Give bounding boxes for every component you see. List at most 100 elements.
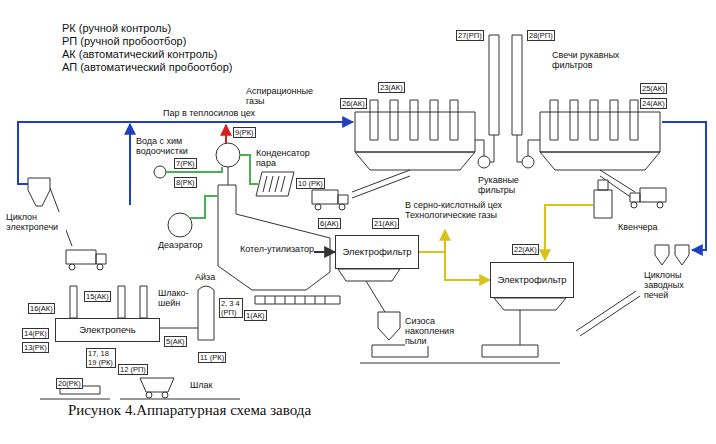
belt-conveyor bbox=[576, 291, 640, 336]
fan-symbol bbox=[478, 156, 490, 168]
callout-number: 8(РК) bbox=[174, 177, 197, 188]
legend-entry: АП (автоматический пробоотбор) bbox=[62, 61, 232, 74]
quench-tower bbox=[594, 180, 612, 218]
callout-number: 5(АК) bbox=[164, 336, 187, 347]
truck bbox=[630, 188, 666, 202]
cyclone-shape bbox=[28, 178, 50, 206]
callout-number: 20(РК) bbox=[56, 378, 83, 389]
aspiration-duct bbox=[129, 124, 131, 205]
part-label: Квенчера bbox=[618, 222, 658, 232]
callout-number: 2, 3 4 (РП) bbox=[219, 298, 243, 318]
callout-number: 21(АК) bbox=[372, 218, 399, 229]
callout-number: 7(РК) bbox=[174, 158, 197, 169]
rail-track bbox=[360, 363, 560, 364]
condenser-hatch bbox=[263, 176, 285, 192]
callout-number: 1(АК) bbox=[244, 310, 267, 321]
part-label: Аспирационные газы bbox=[246, 86, 308, 106]
wheel bbox=[339, 204, 345, 210]
wheel bbox=[631, 202, 637, 208]
gas-line bbox=[545, 205, 593, 260]
part-label: В серно-кислотный цех Технологические га… bbox=[405, 200, 509, 220]
dust-chute bbox=[520, 310, 521, 345]
rail-track bbox=[40, 399, 240, 400]
callout-number: 26(АК) bbox=[340, 98, 367, 109]
electrode bbox=[70, 286, 147, 318]
dust-silo bbox=[378, 312, 400, 340]
callout-number: 13(РК) bbox=[22, 342, 49, 353]
pump-symbol bbox=[154, 166, 166, 178]
electrofilter-box: Электрофильтр bbox=[490, 262, 574, 298]
figure-caption: Рисунок 4.Аппаратурная схема завода bbox=[68, 402, 311, 419]
wheel bbox=[657, 202, 663, 208]
baghouse-right bbox=[540, 100, 660, 170]
condenser-shape bbox=[256, 172, 294, 196]
callout-number: 22(АК) bbox=[512, 244, 539, 255]
callout-number: 27(РП) bbox=[456, 30, 484, 41]
baghouse-left bbox=[355, 100, 475, 170]
water-line bbox=[166, 155, 258, 218]
aspiration-duct bbox=[662, 122, 706, 250]
steam-drum bbox=[216, 143, 240, 167]
screw-conveyor bbox=[255, 296, 340, 304]
part-label: Сизоса накопления пыли bbox=[405, 316, 477, 346]
node-text: Электропечь bbox=[79, 325, 136, 335]
belt-conveyor bbox=[352, 170, 410, 198]
part-label: Шлако-шейн bbox=[158, 288, 196, 308]
part-label: Рукавные фильтры bbox=[478, 175, 532, 195]
steam-line bbox=[225, 125, 227, 143]
part-label: Шлак bbox=[190, 380, 212, 390]
node-text: Электрофильтр bbox=[497, 275, 566, 285]
condenser-label: Конденсатор пара bbox=[256, 148, 318, 168]
gas-line bbox=[444, 230, 446, 252]
truck bbox=[312, 190, 348, 204]
filter-hopper bbox=[494, 298, 566, 310]
callout-number: 24(АК) bbox=[640, 98, 667, 109]
part-label: Пар в теплосилов цех bbox=[163, 108, 255, 118]
callout-number: 15(АК) bbox=[84, 291, 111, 302]
furnace-box: Электропечь bbox=[55, 318, 160, 342]
wheel bbox=[146, 392, 152, 398]
wheel bbox=[97, 264, 103, 270]
callout-number: 16(АК) bbox=[28, 303, 55, 314]
boiler-label: Котел-утилизатор bbox=[240, 244, 314, 254]
part-label: Вода с хим водоочистки bbox=[136, 136, 196, 156]
callout-number: 10 (РК) bbox=[296, 178, 325, 189]
part-label: Айза bbox=[195, 272, 215, 282]
part-label: Циклоны заводных печей bbox=[644, 270, 710, 300]
callout-number: 12 (РП) bbox=[118, 364, 148, 375]
dust-chute bbox=[366, 281, 385, 312]
slag-ladle bbox=[140, 378, 174, 392]
electrofilter-box: Электрофильтр bbox=[335, 235, 419, 269]
filter-hopper bbox=[338, 269, 400, 281]
node-text: Циклон электропечи bbox=[6, 212, 66, 232]
rail-car bbox=[372, 345, 538, 357]
node-text: Деаэратор bbox=[158, 240, 203, 250]
truck bbox=[66, 250, 106, 264]
callout-number: 11 (РК) bbox=[198, 352, 226, 363]
callout-number: 17, 18 19 (РК) bbox=[86, 348, 116, 368]
deaerator-shape bbox=[168, 213, 192, 237]
legend-entry: РП (ручной пробоотбор) bbox=[62, 35, 232, 48]
callout-number: 28(РП) bbox=[527, 30, 555, 41]
cyclone-label: Циклон электропечи bbox=[6, 212, 66, 232]
boiler-outline bbox=[218, 185, 330, 290]
legend-entry: АК (автоматический контроль) bbox=[62, 48, 232, 61]
wheel bbox=[162, 392, 168, 398]
flow-connector bbox=[419, 252, 490, 280]
callout-number: 14(РК) bbox=[22, 328, 49, 339]
fan-symbol bbox=[522, 156, 534, 168]
part-label: Свечи рукавных фильтров bbox=[552, 50, 626, 70]
node-text: Конденсатор пара bbox=[256, 148, 318, 168]
callout-number: 6(АК) bbox=[318, 218, 341, 229]
aspiration-duct bbox=[18, 122, 353, 184]
riser-pipe bbox=[228, 167, 229, 185]
callout-number: 25(АК) bbox=[640, 83, 667, 94]
legend-entry: РК (ручной контроль) bbox=[62, 22, 232, 35]
callout-number: 23(АК) bbox=[378, 82, 405, 93]
node-text: Котел-утилизатор bbox=[240, 244, 314, 254]
node-text: Электрофильтр bbox=[342, 247, 411, 257]
deaerator-label: Деаэратор bbox=[158, 240, 203, 250]
cyclone-shape bbox=[655, 245, 689, 265]
legend: РК (ручной контроль)РП (ручной пробоотбо… bbox=[62, 22, 232, 74]
